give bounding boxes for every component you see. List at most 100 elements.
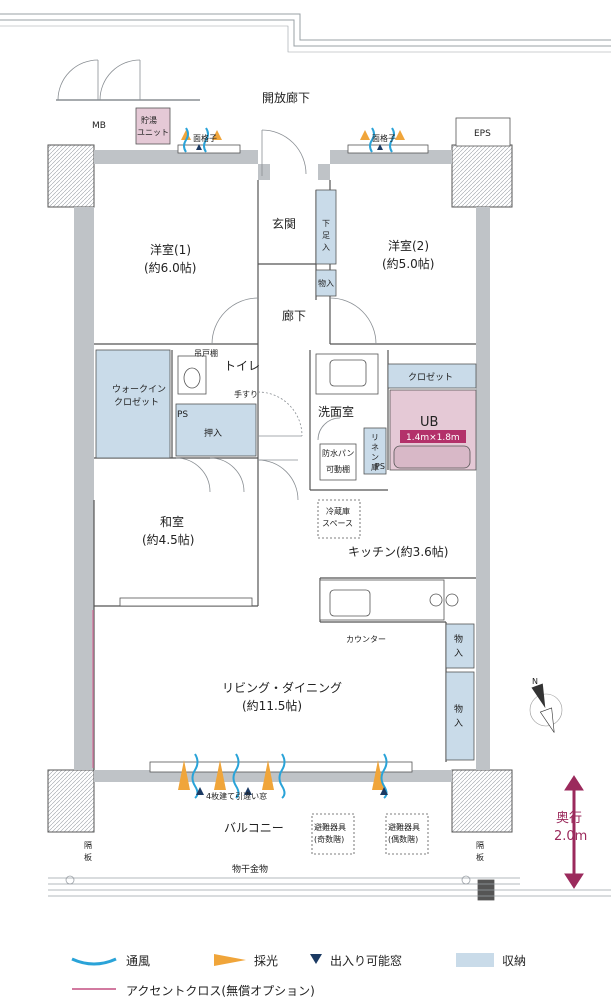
fridge-label-2: スペース	[322, 519, 353, 528]
evac-even-label-1: 避難器具	[388, 822, 420, 832]
walls	[47, 144, 513, 833]
legend-storage: 収納	[502, 954, 527, 968]
evac-odd-label-2: (奇数階)	[314, 834, 344, 844]
gate-swing	[56, 59, 200, 101]
fridge-label-1: 冷蔵庫	[326, 506, 350, 516]
eps-label: EPS	[474, 129, 491, 139]
balcony-edge	[48, 875, 611, 897]
light-icon	[214, 954, 246, 966]
closet-storage	[387, 363, 477, 389]
room1-name: 洋室(1)	[150, 242, 191, 257]
eps-box	[455, 117, 511, 147]
water-heater-label-1: 貯湯	[141, 115, 157, 125]
linen-label-4: 庫	[371, 462, 379, 472]
ub-name: UB	[420, 415, 438, 430]
storage-legend-icon	[456, 953, 494, 967]
legend-symbols	[71, 953, 494, 990]
walkin-label-2: クロゼット	[114, 396, 159, 408]
movable-shelf-label: 可動棚	[326, 464, 350, 474]
fridge-space	[317, 499, 361, 539]
ps2-label: PS	[375, 462, 385, 471]
linen-label-3: ン	[371, 453, 379, 462]
linen-storage	[363, 427, 387, 475]
window-label: 4枚建て引違い窓	[206, 791, 267, 801]
walkin-closet	[95, 349, 171, 459]
depth-arrow	[564, 775, 584, 889]
wind-icon	[71, 957, 117, 966]
small-storage	[315, 269, 337, 297]
legend-light: 採光	[254, 954, 279, 968]
living-name: リビング・ダイニング	[222, 680, 342, 695]
closet-label: クロゼット	[408, 371, 453, 383]
small-storage-label: 物入	[318, 278, 334, 288]
living-size: (約11.5帖)	[242, 698, 302, 713]
door-icon	[310, 954, 322, 964]
washroom-label: 洗面室	[318, 404, 354, 419]
ps-label: PS	[177, 410, 188, 420]
water-heater-label-2: ユニット	[137, 128, 169, 137]
shoe-storage	[315, 189, 337, 265]
shoe-box-label-3: 入	[322, 243, 330, 252]
washpan-box	[319, 443, 357, 481]
fixtures	[177, 117, 511, 901]
room2-name: 洋室(2)	[388, 238, 429, 253]
storage-r1-label-2: 入	[454, 648, 463, 659]
depth-value: 2.0m	[554, 829, 587, 844]
storage-areas	[95, 189, 477, 761]
ub-size: 1.4m×1.8m	[406, 433, 460, 443]
balcony-label: バルコニー	[224, 821, 284, 835]
washpan-label: 防水パン	[322, 448, 354, 458]
storage-r2-label-1: 物	[454, 703, 463, 715]
oshiire-label: 押入	[204, 427, 222, 439]
shoe-box-label-1: 下	[322, 219, 330, 228]
entrance-label: 玄関	[272, 216, 296, 231]
washitsu-name: 和室	[160, 514, 184, 529]
depth-label: 奥行	[556, 811, 582, 826]
compass-icon	[529, 683, 563, 733]
evac-even-box	[385, 813, 429, 855]
partition-right-label-2: 板	[476, 852, 484, 862]
corridor-railing	[0, 13, 611, 53]
linen-label-2: ネ	[371, 443, 379, 452]
linen-label-1: リ	[371, 433, 379, 442]
toilet-shelf-label: 吊戸棚	[194, 348, 218, 358]
storage-right-2	[445, 671, 475, 761]
partition-right-label-1: 隔	[476, 841, 484, 850]
grille-right-label: 面格子	[372, 133, 396, 143]
storage-right-1	[445, 623, 475, 669]
hallway-label: 廊下	[282, 308, 306, 323]
grille-left-label: 面格子	[193, 133, 217, 143]
oshiire-storage	[175, 403, 257, 457]
partition-left-label-2: 板	[84, 852, 92, 862]
legend: 通風 採光 出入り可能窓 収納 アクセントクロス(無償オプション)	[0, 948, 611, 1000]
legend-door: 出入り可能窓	[330, 954, 403, 968]
evac-odd-label-1: 避難器具	[314, 822, 346, 832]
airflow-light-markers	[178, 127, 405, 799]
drying-label: 物干金物	[232, 863, 268, 875]
windows	[119, 144, 429, 773]
evac-even-label-2: (偶数階)	[388, 834, 418, 844]
bathtub	[393, 445, 471, 469]
toilet-label: トイレ	[224, 359, 260, 373]
counter-label: カウンター	[346, 635, 386, 644]
storage-r2-label-2: 入	[454, 718, 463, 729]
kitchen-label: キッチン(約3.6帖)	[348, 544, 448, 559]
water-heater-box	[135, 107, 171, 145]
room2-size: (約5.0帖)	[382, 256, 434, 271]
legend-accent: アクセントクロス(無償オプション)	[126, 984, 315, 998]
shoe-box-label-2: 足	[322, 231, 330, 240]
washitsu-size: (約4.5帖)	[142, 532, 194, 547]
door-swings	[175, 129, 377, 501]
room1-size: (約6.0帖)	[144, 260, 196, 275]
handrail-label: 手すり	[234, 389, 258, 399]
walkin-label-1: ウォークイン	[112, 384, 166, 395]
mb-label: MB	[92, 121, 106, 131]
ub-size-badge	[400, 430, 466, 443]
legend-wind: 通風	[126, 954, 151, 968]
storage-r1-label-1: 物	[454, 633, 463, 645]
compass-n-label: N	[532, 677, 538, 686]
partition-left-label-1: 隔	[84, 841, 92, 850]
evac-odd-box	[311, 813, 355, 855]
corridor-label: 開放廊下	[262, 90, 310, 105]
